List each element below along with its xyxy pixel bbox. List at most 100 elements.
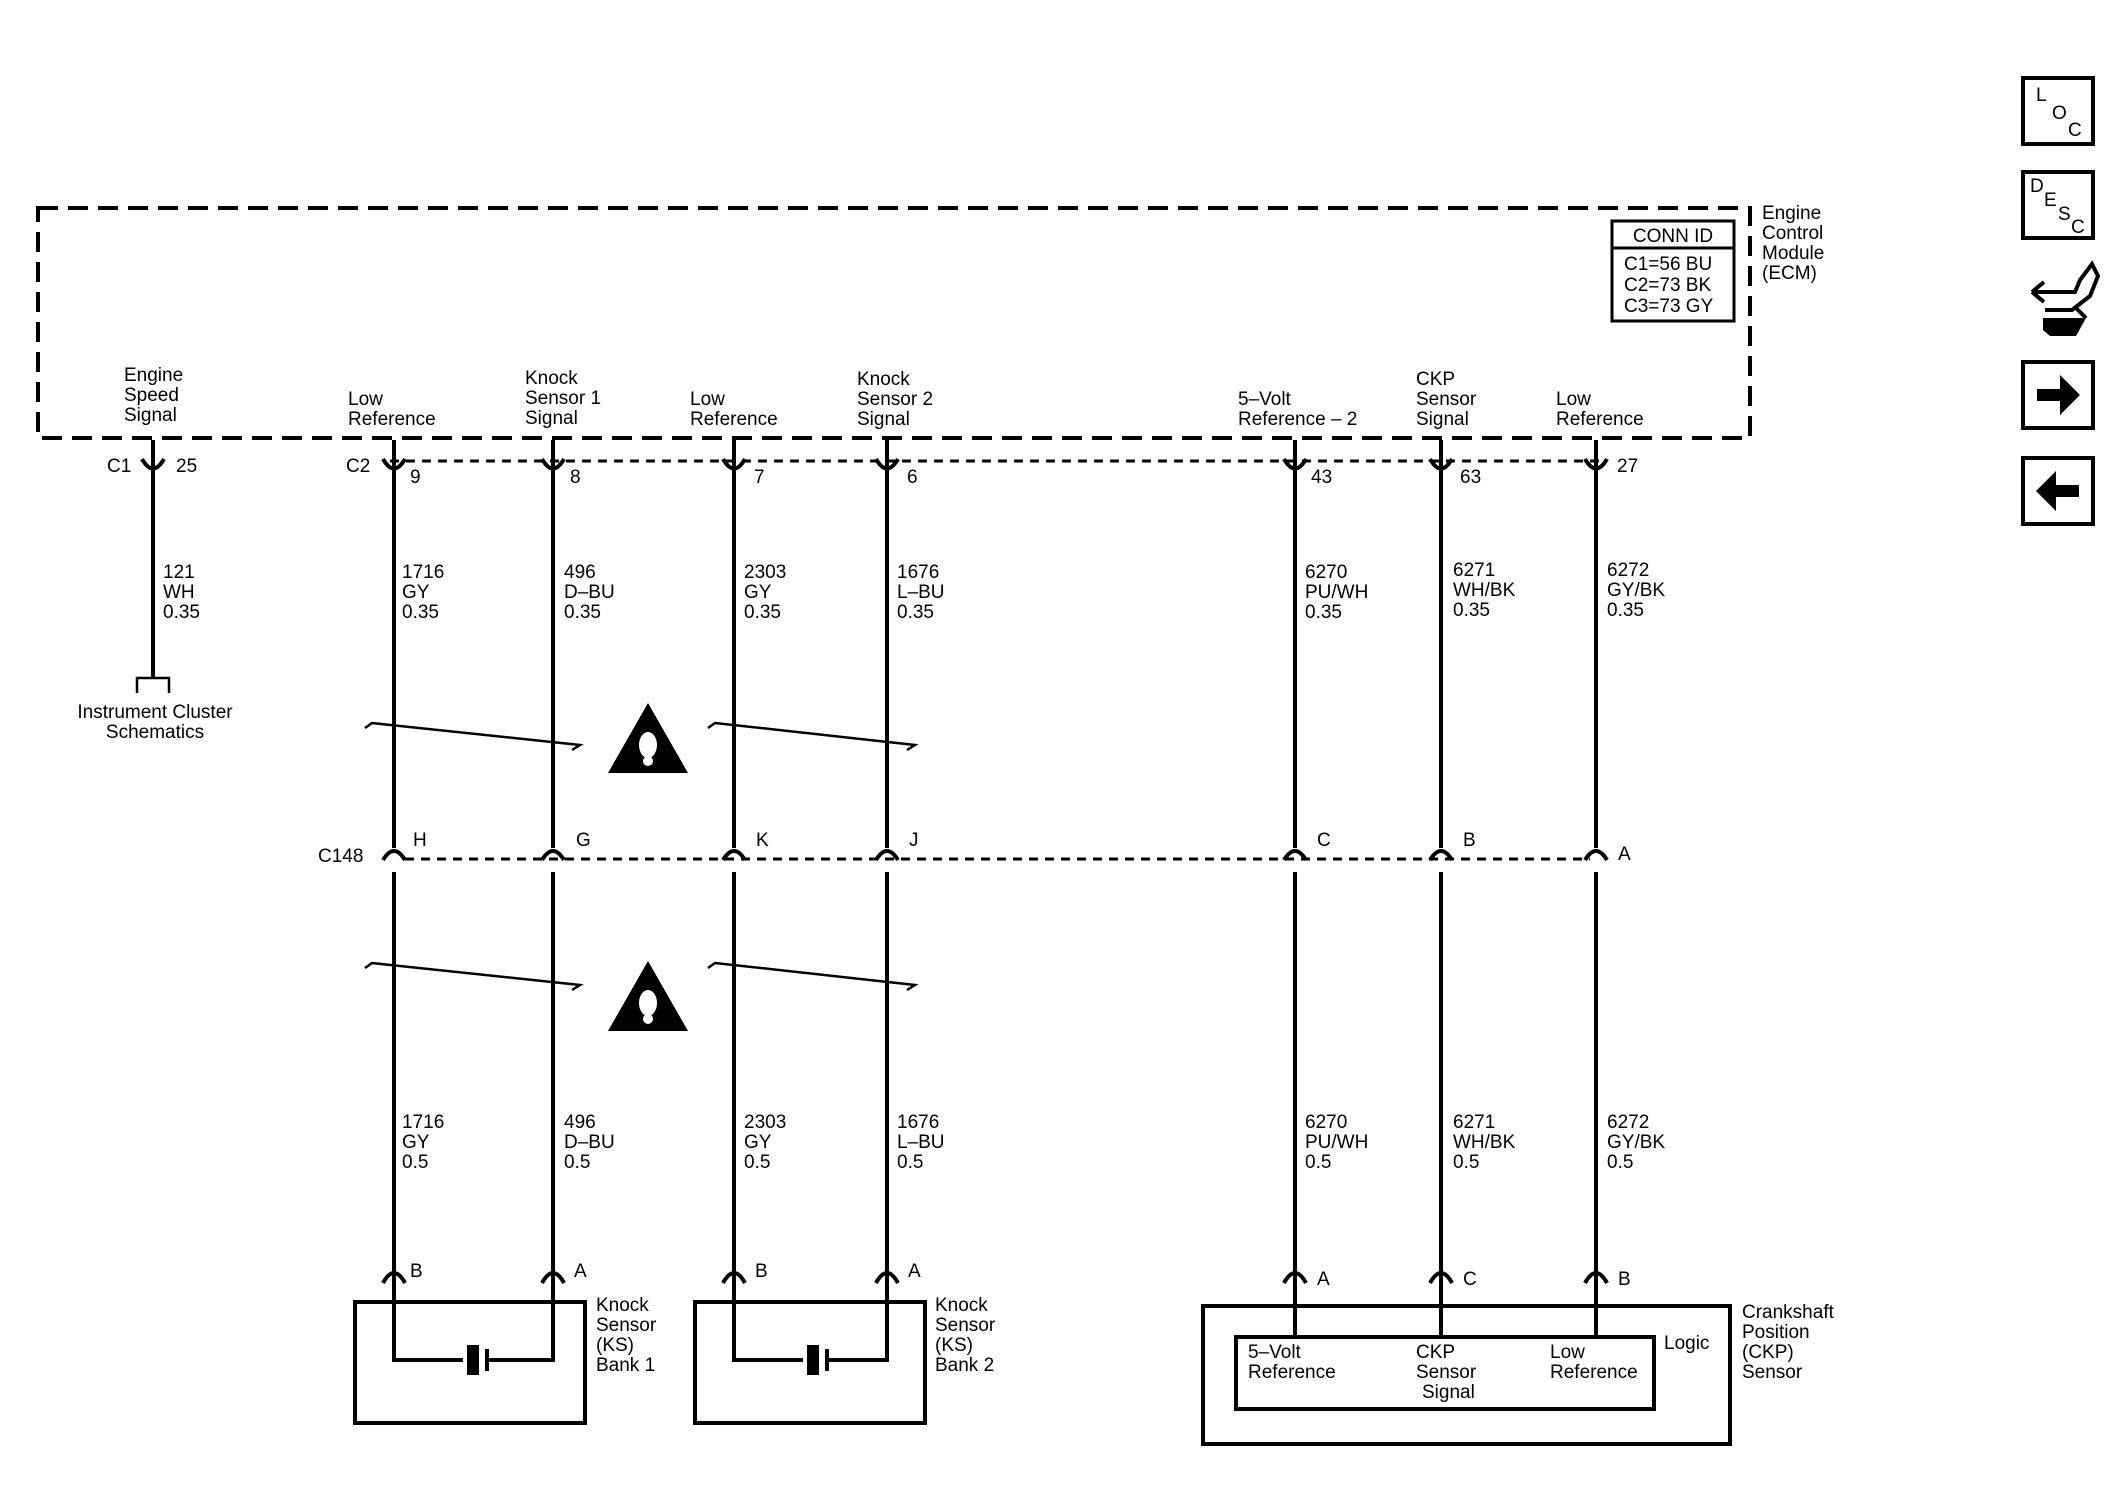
wire-label: 6271 — [1453, 560, 1495, 581]
desc-letter: D — [2030, 176, 2044, 197]
instrument-cluster-label[interactable]: Schematics — [106, 722, 204, 743]
wire-label: 0.35 — [897, 602, 934, 623]
ckp-inner-label: Low — [1550, 1342, 1585, 1363]
pin-label: 5–Volt — [1238, 389, 1292, 410]
c148-connector: C148 H G K J C B A — [318, 830, 1631, 867]
pin-label: Signal — [124, 405, 177, 426]
wire-label: 0.35 — [1305, 602, 1342, 623]
ks1-pin: A — [574, 1261, 587, 1282]
c148-pin: J — [909, 830, 919, 851]
instrument-cluster-ref[interactable]: Instrument Cluster Schematics — [77, 676, 233, 743]
pin-label: Reference — [690, 409, 778, 430]
desc-letter: E — [2044, 190, 2057, 211]
wire-label: 0.35 — [163, 602, 200, 623]
wire-label: 6271 — [1453, 1112, 1495, 1133]
ks1-label: Knock — [596, 1295, 649, 1316]
ecm-label-1: Engine — [1762, 203, 1821, 224]
ks1-label: Bank 1 — [596, 1355, 655, 1376]
wire-label: D–BU — [564, 582, 615, 603]
ks1-pin: B — [410, 1261, 423, 1282]
wire-label: GY/BK — [1607, 580, 1665, 601]
wire-label: GY — [744, 582, 772, 603]
pin-label: Engine — [124, 365, 183, 386]
wire-label: L–BU — [897, 1132, 945, 1153]
ks1-label: (KS) — [596, 1335, 634, 1356]
ks2-crystal-icon — [807, 1345, 819, 1375]
pin-number: 63 — [1460, 467, 1481, 488]
wire-label: 0.5 — [897, 1152, 923, 1173]
ckp-inner-label: 5–Volt — [1248, 1342, 1302, 1363]
c148-pin: A — [1618, 844, 1631, 865]
pin-label: Reference — [348, 409, 436, 430]
loc-button[interactable]: L O C — [2021, 76, 2095, 146]
desc-letter: S — [2058, 204, 2071, 225]
pin-number: 27 — [1617, 456, 1638, 477]
twisted-pair-upper — [364, 721, 919, 752]
wire-label: 0.5 — [402, 1152, 428, 1173]
wire-label: WH/BK — [1453, 1132, 1516, 1153]
pin-label: Signal — [1416, 409, 1469, 430]
desc-button[interactable]: D E S C — [2021, 170, 2095, 240]
pin-label: Sensor 2 — [857, 389, 933, 410]
lower-wire-labels: 1716 GY 0.5 496 D–BU 0.5 2303 GY 0.5 167… — [402, 1112, 1665, 1173]
wire-label: 2303 — [744, 562, 786, 583]
pin-label: Low — [348, 389, 383, 410]
c148-socket-j — [874, 849, 900, 862]
wire-label: 496 — [564, 562, 596, 583]
pin-number: 8 — [570, 467, 581, 488]
ecm-boundary — [36, 206, 1752, 440]
arrow-left-icon[interactable] — [2021, 456, 2095, 526]
ckp-logic-label: Logic — [1664, 1333, 1709, 1354]
ks1-crystal-icon — [467, 1345, 479, 1375]
wire-label: 0.5 — [744, 1152, 770, 1173]
ks2-label: Bank 2 — [935, 1355, 994, 1376]
wire-label: L–BU — [897, 582, 945, 603]
pin-number: 7 — [754, 467, 765, 488]
c148-label: C148 — [318, 846, 363, 867]
ckp-label: Position — [1742, 1322, 1810, 1343]
socket-c2-27 — [1583, 440, 1609, 472]
caution-icon — [608, 703, 688, 773]
pin-label: Knock — [857, 369, 910, 390]
knock-sensor-bank-2: B A Knock Sensor (KS) Bank 2 — [693, 1261, 996, 1425]
component-swap-icon[interactable] — [2030, 260, 2101, 336]
instrument-cluster-label[interactable]: Instrument Cluster — [77, 702, 233, 723]
ckp-pin: A — [1317, 1269, 1330, 1290]
pin-number: 43 — [1311, 467, 1332, 488]
wire-label: 6272 — [1607, 1112, 1649, 1133]
ckp-pin: B — [1618, 1269, 1631, 1290]
twisted-pair-lower — [364, 961, 919, 992]
lower-wires — [392, 872, 1598, 1283]
c148-socket-b — [1428, 849, 1454, 862]
conn-id-table: CONN ID C1=56 BU C2=73 BK C3=73 GY — [1610, 219, 1736, 323]
ckp-label: (CKP) — [1742, 1342, 1794, 1363]
c148-pin: C — [1317, 830, 1331, 851]
ckp-label: Sensor — [1742, 1362, 1803, 1383]
conn-id-row: C1=56 BU — [1624, 254, 1712, 275]
ks2-label: Knock — [935, 1295, 988, 1316]
c148-pin: H — [413, 830, 427, 851]
wire-label: 0.5 — [564, 1152, 590, 1173]
wire-label: GY/BK — [1607, 1132, 1665, 1153]
wire-label: 0.35 — [1607, 600, 1644, 621]
pin-number: 25 — [176, 456, 197, 477]
c148-socket-c — [1282, 849, 1308, 862]
socket-c2-43 — [1282, 440, 1308, 472]
wire-label: 121 — [163, 562, 195, 583]
ks2-pin: A — [908, 1261, 921, 1282]
pin-label: Signal — [525, 408, 578, 429]
c148-socket-a — [1583, 849, 1609, 862]
wire-label: D–BU — [564, 1132, 615, 1153]
socket-c2-9 — [381, 440, 407, 472]
c148-pin: G — [576, 830, 591, 851]
arrow-right-icon[interactable] — [2021, 360, 2095, 430]
wire-label: 6270 — [1305, 562, 1347, 583]
wire-label: 1676 — [897, 1112, 939, 1133]
pin-number: 9 — [410, 467, 421, 488]
ks2-label: Sensor — [935, 1315, 996, 1336]
ecm-module: Engine Control Module (ECM) CONN ID C1=5… — [36, 203, 1824, 463]
socket-c2-7 — [721, 440, 747, 472]
c148-pin: K — [756, 830, 769, 851]
pin-label: Reference – 2 — [1238, 409, 1357, 430]
